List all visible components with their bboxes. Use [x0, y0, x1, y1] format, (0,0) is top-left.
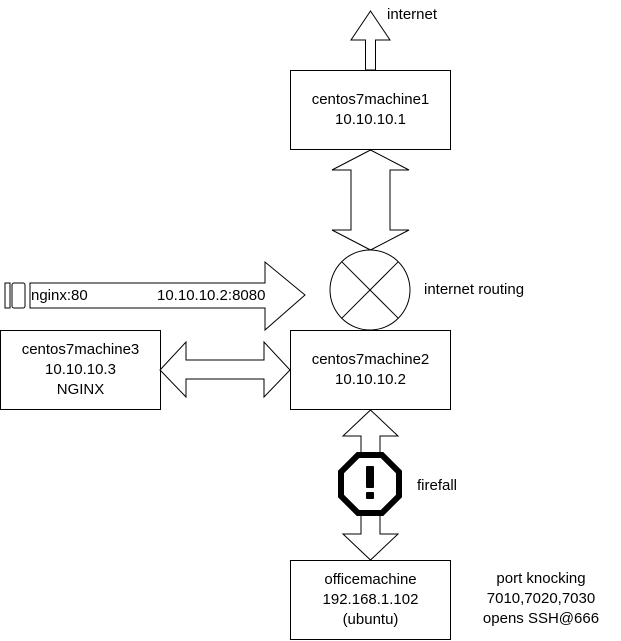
machine3-node: centos7machine3 10.10.10.3 NGINX [0, 330, 161, 410]
internet-arrow [350, 10, 391, 71]
port-knocking-result: opens SSH@666 [482, 610, 600, 627]
machine3-ip: 10.10.10.3 [45, 361, 116, 378]
port-pipe-icon [4, 282, 26, 309]
machine3-machine2-arrow [159, 340, 291, 399]
office-node: officemachine 192.168.1.102 (ubuntu) [290, 560, 451, 640]
port-knocking-note: port knocking 7010,7020,7030 opens SSH@6… [466, 568, 616, 630]
warning-octagon-icon [338, 452, 402, 516]
forwarding-arrow [29, 260, 306, 332]
port-knocking-title: port knocking [496, 570, 586, 587]
forward-target-label: 10.10.10.2:8080 [157, 287, 266, 304]
internet-label: internet [387, 6, 438, 23]
machine1-ip: 10.10.10.1 [335, 111, 406, 128]
router-x-icon [329, 249, 411, 331]
office-ip: 192.168.1.102 [322, 591, 419, 608]
port-knocking-sequence: 7010,7020,7030 [486, 590, 596, 607]
machine2-name: centos7machine2 [311, 351, 430, 368]
machine3-role: NGINX [56, 381, 105, 398]
machine2-ip: 10.10.10.2 [335, 371, 406, 388]
office-box [290, 560, 451, 640]
machine2-box [290, 330, 451, 410]
office-name: officemachine [324, 571, 417, 588]
machine1-box [290, 70, 451, 150]
machine1-name: centos7machine1 [311, 91, 430, 108]
firewall-label: firefall [417, 477, 458, 494]
machine2-node: centos7machine2 10.10.10.2 [290, 330, 451, 410]
machine3-name: centos7machine3 [21, 341, 140, 358]
internet-routing-label: internet routing [424, 281, 525, 298]
machine1-node: centos7machine1 10.10.10.1 [290, 70, 451, 150]
machine1-router-arrow [331, 149, 410, 251]
office-os: (ubuntu) [342, 611, 399, 628]
machine3-box [0, 330, 161, 410]
nginx-port-label: nginx:80 [31, 287, 88, 304]
